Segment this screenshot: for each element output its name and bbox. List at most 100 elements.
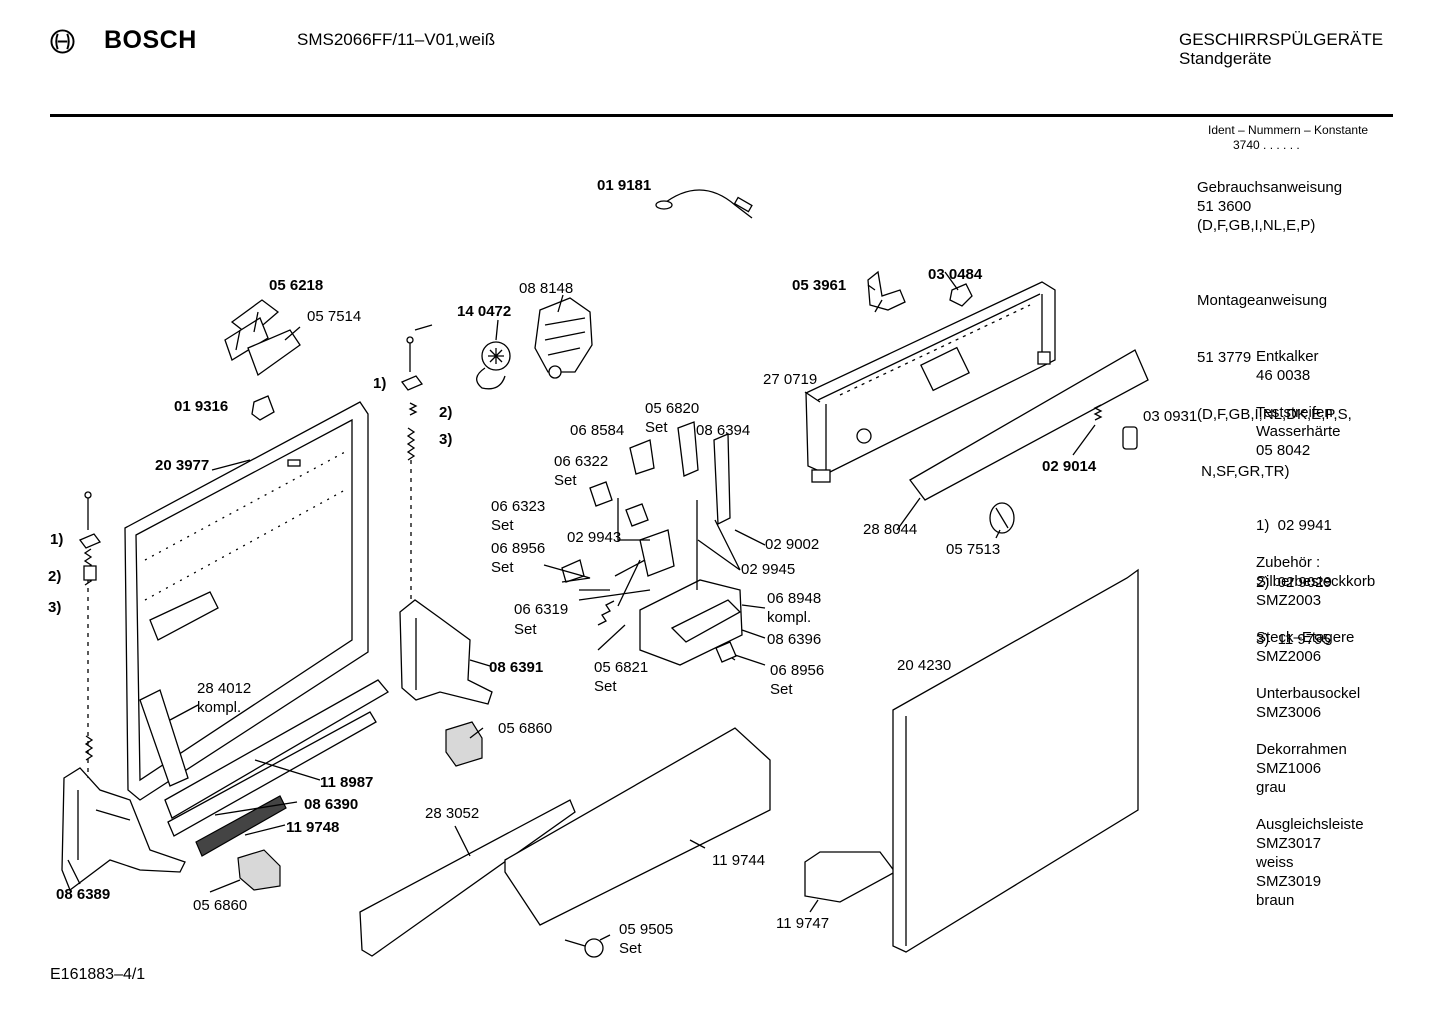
part-01-9316 bbox=[251, 395, 275, 421]
brand-name: BOSCH bbox=[104, 26, 197, 54]
screw-05-9505 bbox=[564, 938, 604, 958]
label-270719: 27 0719 bbox=[763, 371, 818, 388]
sidebar-teststreifen-number: 05 8042 bbox=[1256, 442, 1311, 459]
label-056860a: 05 6860 bbox=[498, 720, 553, 737]
sidebar-zubehoer-item: Silberbesteckkorb bbox=[1256, 573, 1376, 590]
sidebar-entkalker-title: Entkalker bbox=[1256, 348, 1319, 365]
label-086396: 08 6396 bbox=[767, 631, 822, 648]
label-118987: 11 8987 bbox=[320, 774, 374, 791]
category-title: GESCHIRRSPÜLGERÄTE Standgeräte bbox=[1179, 30, 1383, 68]
door-latch-part bbox=[224, 299, 301, 377]
sidebar-montage-langs-1: (D,F,GB,I,NL,DK,E,P,S, bbox=[1197, 406, 1352, 423]
label-set-a: Set bbox=[645, 419, 668, 436]
label-056820: 05 6820 bbox=[645, 400, 700, 417]
sidebar-zubehoer-code: SMZ2003 bbox=[1256, 592, 1322, 609]
sidebar-montage-title: Montageanweisung bbox=[1197, 292, 1328, 309]
sidebar-dekor-title: Dekorrahmen bbox=[1256, 741, 1347, 758]
label-283052: 28 3052 bbox=[425, 805, 480, 822]
sidebar-gebrauch: Gebrauchsanweisung 51 3600 (D,F,GB,I,NL,… bbox=[1197, 178, 1342, 235]
label-030931: 03 0931 bbox=[1143, 408, 1198, 425]
sidebar-zubehoer-title: Zubehör : bbox=[1256, 554, 1321, 571]
sidebar-montage-number: 51 3779 bbox=[1197, 349, 1252, 366]
label-086391: 08 6391 bbox=[489, 659, 544, 676]
hinge-left-part bbox=[61, 767, 186, 892]
sidebar-zubehoer: Zubehör : Silberbesteckkorb SMZ2003 bbox=[1256, 553, 1375, 610]
label-ref3-top: 3) bbox=[439, 431, 453, 448]
sidebar-unterbau-title: Unterbausockel bbox=[1256, 685, 1361, 702]
sidebar-unterbau: Unterbausockel SMZ3006 bbox=[1256, 684, 1360, 722]
gasket-11-9748 bbox=[195, 795, 287, 857]
label-068956b: 06 8956 bbox=[770, 662, 825, 679]
label-ref1-top: 1) bbox=[373, 375, 387, 392]
plinth-28-3052 bbox=[359, 799, 576, 957]
sidebar-entkalker: Entkalker 46 0038 bbox=[1256, 347, 1319, 385]
label-ref1-left: 1) bbox=[50, 531, 64, 548]
label-019181: 01 9181 bbox=[597, 177, 652, 194]
label-086390: 08 6390 bbox=[304, 796, 359, 813]
spring-02-9014 bbox=[1093, 404, 1103, 421]
rail-11-8987 bbox=[164, 679, 389, 819]
label-set-b: Set bbox=[554, 472, 577, 489]
label-068584: 06 8584 bbox=[570, 422, 625, 439]
sidebar-ausgleich-title: Ausgleichsleiste bbox=[1256, 816, 1364, 833]
label-056860b: 05 6860 bbox=[193, 897, 248, 914]
label-ref3-left: 3) bbox=[48, 599, 62, 616]
label-066322: 06 6322 bbox=[554, 453, 609, 470]
drawing-id: E161883–4/1 bbox=[50, 966, 146, 983]
corner-11-9747 bbox=[804, 851, 896, 903]
cable-sensor-part bbox=[655, 189, 753, 219]
header-rule bbox=[50, 114, 1393, 117]
spring-left-lower bbox=[84, 735, 94, 761]
label-set-c: Set bbox=[491, 517, 514, 534]
label-057514: 05 7514 bbox=[307, 308, 362, 325]
label-029002: 02 9002 bbox=[765, 536, 820, 553]
label-set-h: Set bbox=[619, 940, 642, 957]
sidebar-teststreifen-title: Teststreifen bbox=[1256, 404, 1333, 421]
label-029014: 02 9014 bbox=[1042, 458, 1097, 475]
knob-clip-part bbox=[1122, 426, 1138, 450]
label-kompl-a: kompl. bbox=[767, 609, 812, 626]
part-08-6390 bbox=[167, 711, 377, 837]
ident-label: Ident – Nummern – Konstante bbox=[1208, 123, 1369, 137]
foot-05-6860-upper bbox=[445, 721, 483, 767]
label-030484: 03 0484 bbox=[928, 266, 983, 283]
label-057513: 05 7513 bbox=[946, 541, 1001, 558]
label-053961: 05 3961 bbox=[792, 277, 847, 294]
label-set-f: Set bbox=[594, 678, 617, 695]
label-056218: 05 6218 bbox=[269, 277, 324, 294]
label-059505: 05 9505 bbox=[619, 921, 674, 938]
ident-value: 3740 . . . . . . bbox=[1233, 138, 1300, 152]
sidebar-dekor-code: SMZ1006 bbox=[1256, 760, 1322, 777]
sidebar-entkalker-number: 46 0038 bbox=[1256, 367, 1311, 384]
sidebar-ref-2: 2) 02 9029 bbox=[1256, 574, 1332, 591]
label-086394: 08 6394 bbox=[696, 422, 751, 439]
label-set-g: Set bbox=[770, 681, 793, 698]
sidebar-gebrauch-title: Gebrauchsanweisung bbox=[1197, 179, 1343, 196]
sidebar-unterbau-code: SMZ3006 bbox=[1256, 704, 1322, 721]
sidebar-montage: Montageanweisung 51 3779 (D,F,GB,I,NL,DK… bbox=[1197, 253, 1352, 500]
sidebar-dekor: Dekorrahmen SMZ1006 grau bbox=[1256, 740, 1347, 797]
sidebar-ref-3: 3) 11 9795 bbox=[1256, 631, 1331, 648]
label-set-e: Set bbox=[514, 621, 537, 638]
label-029943: 02 9943 bbox=[567, 529, 622, 546]
panel-strip-part bbox=[909, 349, 1149, 501]
front-panel-20-4230 bbox=[892, 568, 1139, 953]
sidebar-ausgleich: Ausgleichsleiste SMZ3017 weiss SMZ3019 b… bbox=[1256, 815, 1364, 910]
part-28-4012 bbox=[139, 689, 189, 787]
foot-05-6860-lower bbox=[237, 849, 281, 891]
sidebar-steck-code: SMZ2006 bbox=[1256, 648, 1322, 665]
detergent-dispenser-part bbox=[561, 421, 743, 666]
panel-bracket-part bbox=[867, 270, 906, 313]
sidebar-montage-langs-2: N,SF,GR,TR) bbox=[1197, 463, 1290, 480]
label-068956a: 06 8956 bbox=[491, 540, 546, 557]
label-119744: 11 9744 bbox=[712, 852, 766, 869]
label-119747: 11 9747 bbox=[776, 915, 830, 932]
sidebar-refs: 1) 02 9941 2) 02 9029 3) 11 9795 bbox=[1256, 478, 1332, 668]
label-019316: 01 9316 bbox=[174, 398, 229, 415]
label-088148: 08 8148 bbox=[519, 280, 574, 297]
label-066319: 06 6319 bbox=[514, 601, 569, 618]
sidebar-steck: Steck–Etagere SMZ2006 bbox=[1256, 628, 1354, 666]
sidebar-ausgleich-code-1: SMZ3017 bbox=[1256, 835, 1322, 852]
sidebar-teststreifen-sub: Wasserhärte bbox=[1256, 423, 1341, 440]
